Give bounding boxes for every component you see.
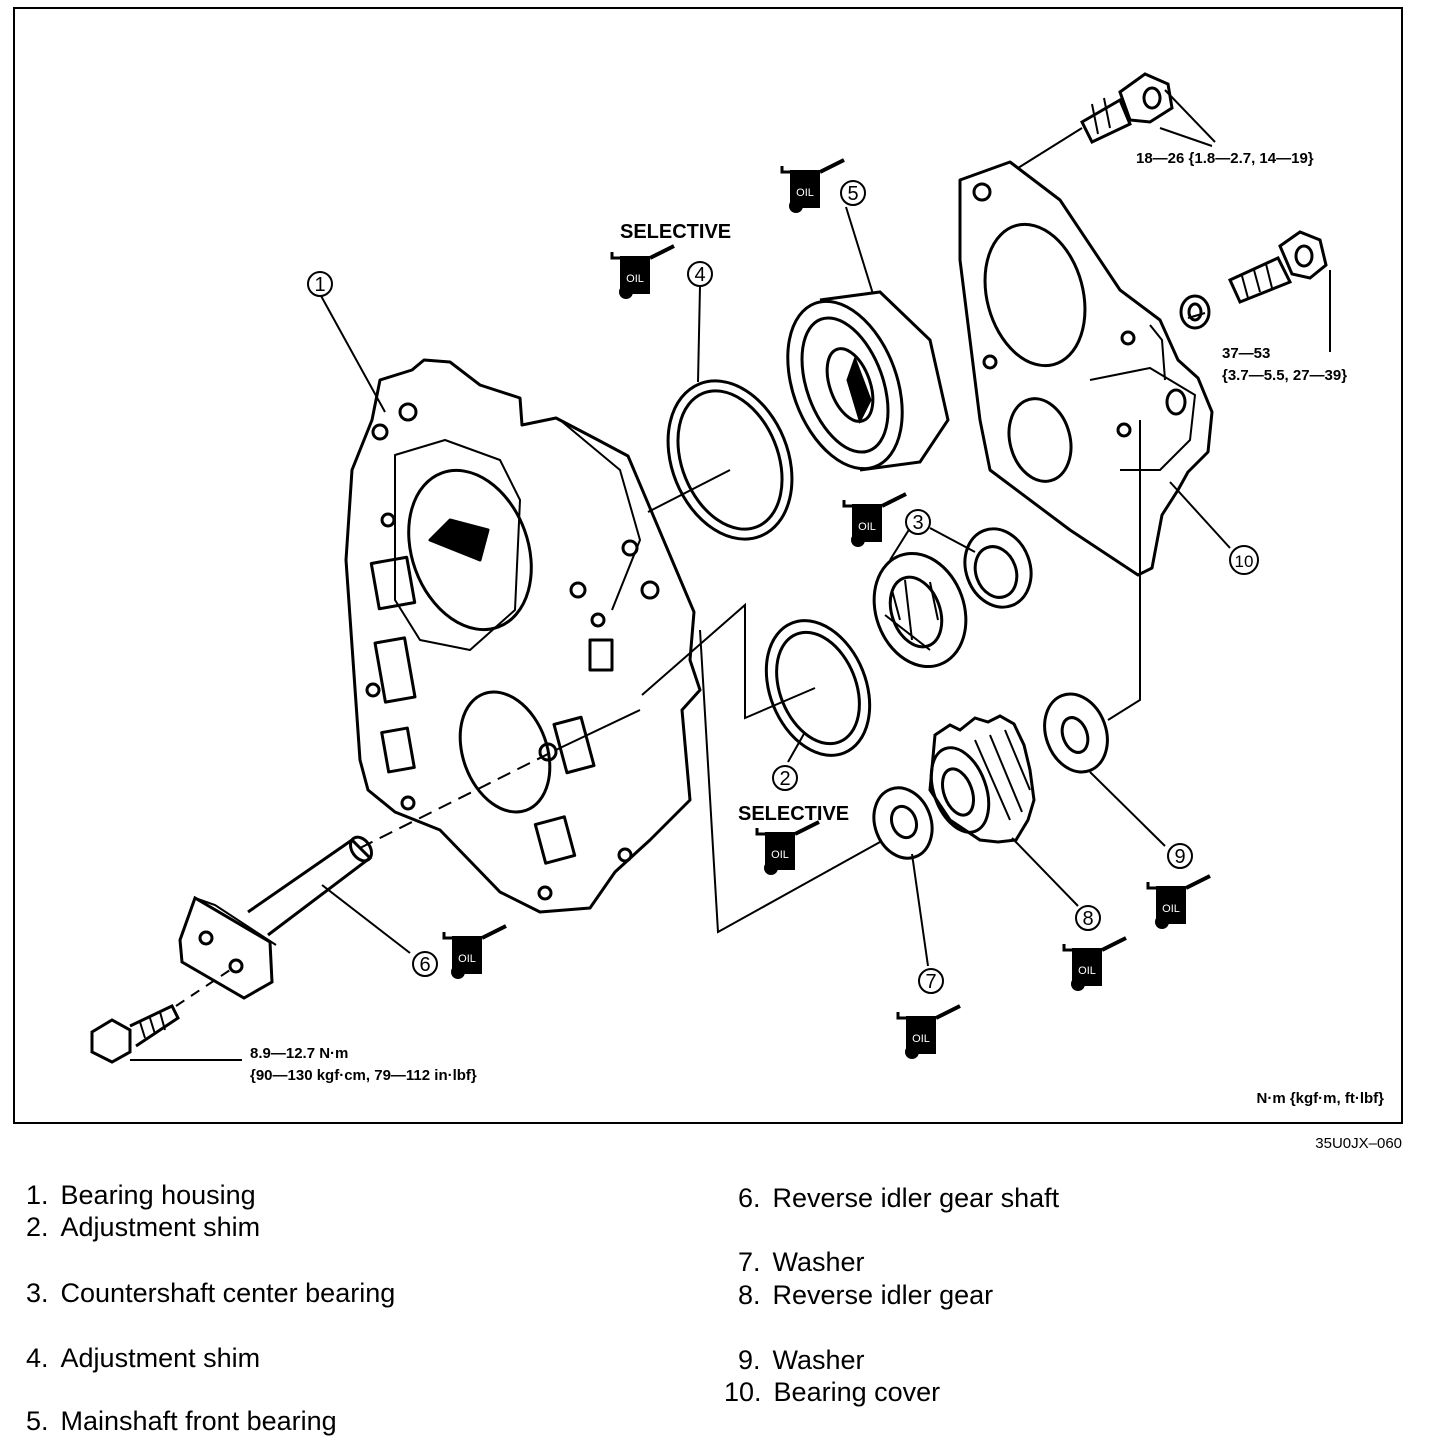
torque-shaft-bolt-1: 8.9—12.7 N·m (250, 1045, 348, 1062)
selective-label-upper: SELECTIVE (620, 221, 731, 243)
leader-lines (130, 89, 1331, 1061)
oil-icon: OIL (1062, 936, 1128, 993)
legend-number: 7. (738, 1247, 761, 1277)
svg-text:OIL: OIL (912, 1033, 930, 1045)
callout-10: 10 (1229, 545, 1259, 575)
svg-text:1: 1 (314, 274, 325, 296)
oil-symbols: OIL OIL OIL OIL OIL OIL OIL OIL (442, 158, 1212, 1061)
reverse-idler-gear-shaft-part (178, 835, 373, 1000)
callout-7: 7 (918, 968, 944, 994)
svg-text:OIL: OIL (771, 849, 789, 861)
callout-4: 4 (687, 261, 713, 287)
legend-number: 9. (738, 1345, 761, 1375)
figure-code: 35U0JX–060 (1315, 1135, 1402, 1152)
reverse-idler-gear-part (928, 714, 1036, 844)
oil-icon: OIL (1146, 874, 1212, 931)
legend-number: 2. (26, 1212, 49, 1242)
svg-text:9: 9 (1174, 846, 1185, 868)
housing-bolt-part (1228, 230, 1328, 304)
bearing-housing-part (344, 358, 702, 914)
legend-item: 1. Bearing housing (26, 1180, 256, 1211)
legend-text: Reverse idler gear shaft (772, 1183, 1060, 1213)
oil-icon: OIL (896, 1004, 962, 1061)
callouts: 1 2 3 4 5 6 7 8 (307, 180, 1259, 994)
legend-item: 8. Reverse idler gear (738, 1280, 993, 1311)
legend-text: Bearing housing (60, 1180, 256, 1210)
callout-3: 3 (905, 509, 931, 535)
torque-housing-bolt-1: 37—53 (1222, 345, 1270, 362)
callout-5: 5 (840, 180, 866, 206)
legend-text: Adjustment shim (60, 1343, 261, 1373)
washer-7-part (872, 786, 934, 860)
callout-8: 8 (1075, 905, 1101, 931)
legend-item: 10. Bearing cover (724, 1377, 940, 1408)
svg-text:OIL: OIL (858, 521, 876, 533)
svg-text:6: 6 (419, 954, 430, 976)
adjustment-shim-2-part (764, 619, 872, 757)
legend-item: 3. Countershaft center bearing (26, 1278, 395, 1309)
torque-housing-bolt-2: {3.7—5.5, 27—39} (1222, 367, 1347, 384)
legend-item: 4. Adjustment shim (26, 1343, 260, 1374)
svg-text:3: 3 (912, 512, 923, 534)
legend-item: 2. Adjustment shim (26, 1212, 260, 1243)
mainshaft-front-bearing-part (786, 290, 950, 472)
callout-6: 6 (412, 951, 438, 977)
legend-number: 5. (26, 1406, 49, 1436)
torque-shaft-bolt-2: {90—130 kgf·cm, 79—112 in·lbf} (250, 1067, 477, 1084)
legend-text: Washer (772, 1247, 865, 1277)
callout-1: 1 (307, 271, 333, 297)
countershaft-center-bearing-part (872, 527, 1033, 669)
svg-text:OIL: OIL (626, 273, 644, 285)
svg-text:OIL: OIL (1162, 903, 1180, 915)
svg-text:10: 10 (1235, 552, 1254, 571)
legend-number: 10. (724, 1377, 762, 1407)
units-note: N·m {kgf·m, ft·lbf} (1257, 1090, 1385, 1107)
legend-text: Countershaft center bearing (60, 1278, 396, 1308)
selective-label-lower: SELECTIVE (738, 803, 849, 825)
shaft-bolt-part (90, 1004, 180, 1064)
bearing-cover-part (958, 160, 1214, 577)
legend-text: Adjustment shim (60, 1212, 261, 1242)
oil-icon: OIL (842, 492, 908, 549)
cover-washer-part (1179, 294, 1211, 330)
svg-text:5: 5 (847, 183, 858, 205)
diagram-frame (13, 7, 1403, 1124)
svg-text:4: 4 (694, 264, 705, 286)
legend-number: 8. (738, 1280, 761, 1310)
svg-text:OIL: OIL (458, 953, 476, 965)
oil-icon: OIL (610, 244, 676, 301)
legend-text: Reverse idler gear (772, 1280, 994, 1310)
svg-text:8: 8 (1082, 908, 1093, 930)
legend-number: 4. (26, 1343, 49, 1373)
cover-bolt-part (1080, 72, 1174, 144)
legend-item: 6. Reverse idler gear shaft (738, 1183, 1059, 1214)
callout-9: 9 (1167, 843, 1193, 869)
torque-cover-bolt: 18—26 {1.8—2.7, 14—19} (1136, 150, 1314, 167)
legend-text: Washer (772, 1345, 865, 1375)
legend-number: 1. (26, 1180, 49, 1210)
legend-text: Mainshaft front bearing (60, 1406, 337, 1436)
oil-icon: OIL (780, 158, 846, 215)
washer-9-part (1043, 692, 1109, 774)
legend-text: Bearing cover (773, 1377, 941, 1407)
adjustment-shim-4-part (666, 379, 794, 541)
svg-text:OIL: OIL (796, 187, 814, 199)
legend-number: 3. (26, 1278, 49, 1308)
legend-number: 6. (738, 1183, 761, 1213)
oil-icon: OIL (442, 924, 508, 981)
svg-text:7: 7 (925, 971, 936, 993)
legend-item: 5. Mainshaft front bearing (26, 1406, 337, 1437)
callout-2: 2 (772, 765, 798, 791)
svg-text:OIL: OIL (1078, 965, 1096, 977)
svg-text:2: 2 (779, 768, 790, 790)
legend-item: 9. Washer (738, 1345, 865, 1376)
oil-icon: OIL (755, 820, 821, 877)
legend-item: 7. Washer (738, 1247, 865, 1278)
